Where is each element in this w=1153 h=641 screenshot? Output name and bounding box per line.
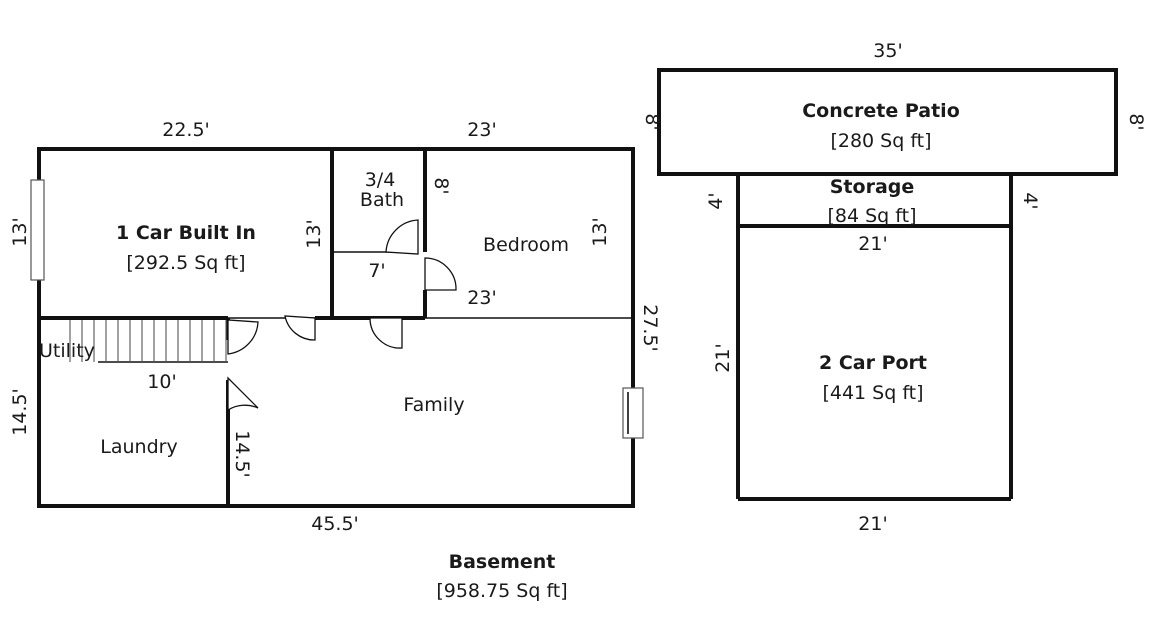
doors xyxy=(227,219,457,412)
room-name-garage: 1 Car Built In xyxy=(116,222,256,244)
dim-patio-right: 8' xyxy=(1125,113,1147,130)
door-bedroom xyxy=(424,257,457,291)
dim-carport-height: 21' xyxy=(712,343,734,372)
room-name-bedroom: Bedroom xyxy=(483,234,569,256)
dim-right: 27.5' xyxy=(639,304,661,352)
door-laundry xyxy=(227,376,259,412)
basement-walls xyxy=(37,147,635,508)
dim-top-right: 23' xyxy=(467,119,496,141)
patio-area: [280 Sq ft] xyxy=(830,130,931,152)
dim-left-upper: 13' xyxy=(9,217,31,246)
door-garage xyxy=(284,315,316,341)
dim-top-left: 22.5' xyxy=(162,119,210,141)
basement-area: [958.75 Sq ft] xyxy=(436,580,567,602)
room-name-bath-line2: Bath xyxy=(360,189,404,211)
dim-bottom: 45.5' xyxy=(311,513,359,535)
window-family xyxy=(622,387,644,439)
storage-area: [84 Sq ft] xyxy=(827,205,916,227)
door-bath-upper xyxy=(385,219,419,255)
dim-storage-left: 4' xyxy=(705,192,727,209)
dim-bedroom-width: 23' xyxy=(467,287,496,309)
dim-carport-width: 21' xyxy=(858,513,887,535)
dim-storage-right: 4' xyxy=(1019,192,1041,209)
dim-laundry: 14.5' xyxy=(231,430,253,478)
dim-patio-width: 35' xyxy=(873,40,902,62)
dim-bath-height: 8' xyxy=(430,177,452,194)
room-name-utility: Utility xyxy=(39,340,95,362)
room-name-family: Family xyxy=(403,394,464,416)
basement-outline xyxy=(37,147,635,508)
dim-utility: 10' xyxy=(147,371,176,393)
carport-name: 2 Car Port xyxy=(819,352,927,374)
room-name-laundry: Laundry xyxy=(100,436,177,458)
dim-bath-width: 7' xyxy=(368,260,385,282)
patio-name: Concrete Patio xyxy=(802,100,960,122)
storage-name: Storage xyxy=(830,176,915,198)
window-garage xyxy=(30,179,45,281)
dim-bedroom-height: 13' xyxy=(589,217,611,246)
room-area-garage: [292.5 Sq ft] xyxy=(126,252,245,274)
stairs xyxy=(69,320,227,362)
door-stair xyxy=(227,319,259,355)
basement-title: Basement xyxy=(449,551,556,573)
door-bath-lower xyxy=(369,317,403,349)
dim-left-lower: 14.5' xyxy=(9,388,31,436)
dim-garage-height: 13' xyxy=(303,219,325,248)
dim-storage-width: 21' xyxy=(858,233,887,255)
patio-outline xyxy=(657,68,1118,176)
dim-patio-left: 8' xyxy=(641,113,663,130)
carport-area: [441 Sq ft] xyxy=(822,382,923,404)
room-name-bath-line1: 3/4 xyxy=(365,169,396,191)
